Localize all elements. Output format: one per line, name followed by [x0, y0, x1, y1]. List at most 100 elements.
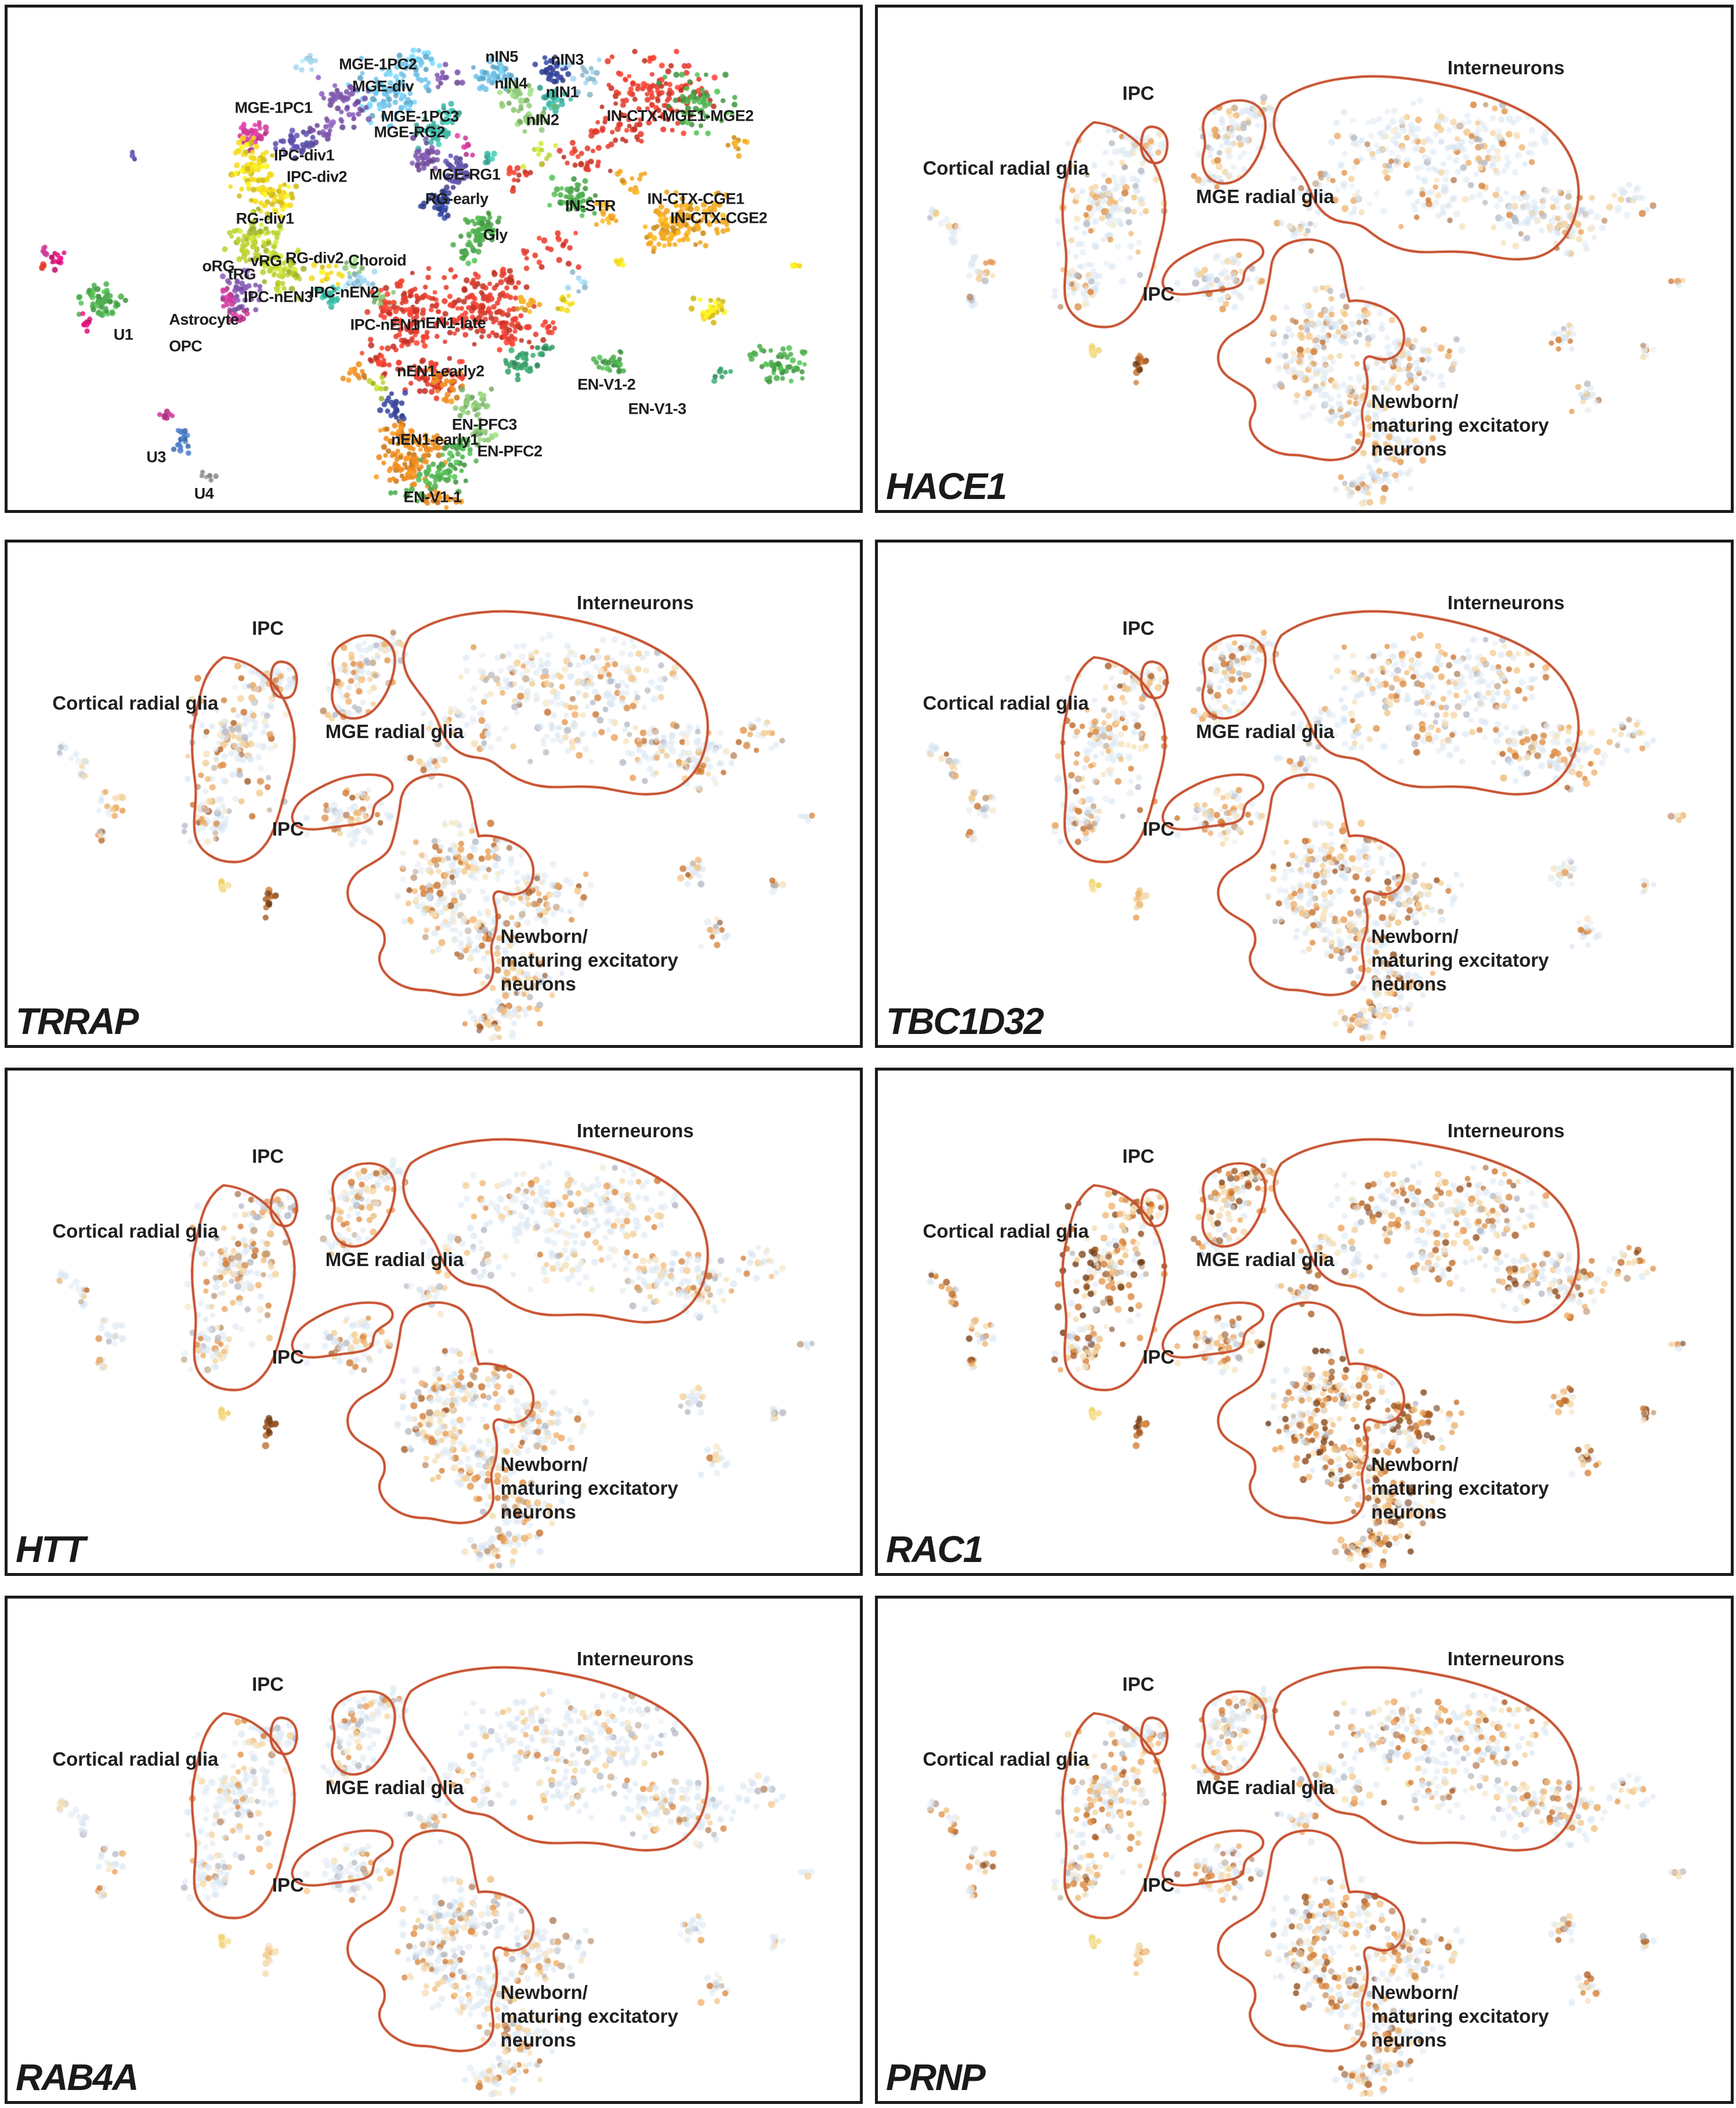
region-annotation-interneurons: Interneurons [1447, 1647, 1565, 1669]
region-annotation-ipc: IPC [252, 617, 284, 639]
cluster-label-ipc-div1: IPC-div1 [274, 146, 335, 164]
cluster-label-vrg: vRG [250, 252, 283, 270]
cluster-label-nen1-early2: nEN1-early2 [397, 362, 484, 380]
region-annotation-newborn: Newborn/ maturing excitatory neurons [1371, 1982, 1549, 2051]
region-annotation-cortical: Cortical radial glia [52, 692, 219, 714]
region-annotation-ipc: IPC [252, 1145, 284, 1167]
umap-expression-scatter [878, 1071, 1731, 1573]
gene-title: HTT [16, 1528, 85, 1570]
region-annotation-ipc: IPC [1122, 82, 1155, 104]
region-annotation-ipc: IPC [1142, 818, 1175, 840]
cluster-label-ipc-nen3: IPC-nEN3 [243, 288, 313, 306]
cluster-label-rg-div2: RG-div2 [285, 249, 344, 267]
cluster-label-mge-1pc3: MGE-1PC3 [381, 107, 460, 125]
region-annotation-cortical: Cortical radial glia [923, 1748, 1089, 1770]
region-annotation-ipc: IPC [1122, 1145, 1155, 1167]
cluster-label-mge-rg2: MGE-RG2 [374, 123, 446, 141]
region-annotation-cortical: Cortical radial glia [923, 692, 1089, 714]
umap-expression-scatter [8, 1071, 860, 1573]
region-annotation-ipc: IPC [1142, 283, 1175, 305]
region-annotation-mge: MGE radial glia [1196, 1249, 1334, 1271]
cluster-label-in-ctx-cge2: IN-CTX-CGE2 [670, 209, 768, 227]
cluster-label-mge-1pc2: MGE-1PC2 [339, 55, 417, 73]
cluster-label-nin2: nIN2 [526, 111, 559, 129]
region-annotation-interneurons: Interneurons [577, 1119, 694, 1141]
cluster-label-trg: tRG [227, 265, 256, 283]
cluster-label-u4: U4 [194, 484, 214, 502]
region-annotation-ipc: IPC [1122, 617, 1155, 639]
cluster-label-in-ctx-mge1-mge2: IN-CTX-MGE1-MGE2 [606, 107, 754, 125]
region-annotation-newborn: Newborn/ maturing excitatory neurons [500, 1453, 678, 1523]
cluster-label-nin3: nIN3 [551, 50, 584, 68]
cluster-label-rg-div1: RG-div1 [236, 209, 295, 227]
cluster-label-gly: Gly [483, 226, 508, 244]
gene-title: TRRAP [16, 1000, 139, 1042]
umap-expression-scatter [878, 543, 1731, 1045]
region-annotation-cortical: Cortical radial glia [923, 1220, 1089, 1242]
cluster-label-en-v1-2: EN-V1-2 [577, 375, 636, 393]
umap-expression-scatter [878, 1599, 1731, 2101]
cluster-label-nen1-late: nEN1-late [416, 314, 486, 332]
region-annotation-newborn: Newborn/ maturing excitatory neurons [500, 1982, 678, 2051]
cluster-label-mge-div: MGE-div [352, 77, 414, 95]
cluster-label-ipc-nen2: IPC-nEN2 [310, 283, 379, 301]
region-annotation-cortical: Cortical radial glia [52, 1220, 219, 1242]
region-annotation-interneurons: Interneurons [1447, 1119, 1565, 1141]
cluster-label-org: oRG [202, 257, 235, 275]
cluster-label-nin4: nIN4 [494, 74, 527, 92]
region-annotation-mge: MGE radial glia [1196, 1777, 1334, 1799]
umap-cluster-scatter [8, 8, 860, 510]
cluster-label-ipc-div2: IPC-div2 [286, 168, 348, 186]
region-annotation-ipc: IPC [272, 1346, 304, 1368]
region-annotation-ipc: IPC [1142, 1346, 1175, 1368]
gene-title: RAC1 [886, 1528, 983, 1570]
umap-expression-scatter [878, 8, 1731, 510]
cluster-label-en-pfc2: EN-PFC2 [477, 442, 543, 460]
region-annotation-mge: MGE radial glia [325, 1777, 464, 1799]
cluster-label-in-ctx-cge1: IN-CTX-CGE1 [647, 190, 745, 208]
cluster-label-en-v1-1: EN-V1-1 [403, 488, 462, 506]
region-annotation-mge: MGE radial glia [1196, 721, 1334, 743]
region-annotation-interneurons: Interneurons [1447, 56, 1565, 78]
region-annotation-mge: MGE radial glia [325, 1249, 464, 1271]
cluster-label-in-str: IN-STR [565, 197, 616, 215]
gene-title: PRNP [886, 2056, 986, 2098]
region-annotation-ipc: IPC [1142, 1874, 1175, 1896]
cluster-label-u3: U3 [146, 448, 166, 466]
cluster-label-choroid: Choroid [348, 251, 407, 269]
region-annotation-ipc: IPC [272, 818, 304, 840]
cluster-label-nin5: nIN5 [485, 48, 518, 66]
region-annotation-ipc: IPC [272, 1874, 304, 1896]
region-annotation-ipc: IPC [1122, 1673, 1155, 1695]
cluster-label-en-pfc3: EN-PFC3 [451, 415, 518, 433]
region-annotation-newborn: Newborn/ maturing excitatory neurons [1371, 1453, 1549, 1523]
region-annotation-cortical: Cortical radial glia [923, 157, 1089, 179]
region-annotation-interneurons: Interneurons [577, 1647, 694, 1669]
gene-title: RAB4A [16, 2056, 139, 2098]
gene-title: TBC1D32 [886, 1000, 1044, 1042]
cluster-label-rg-early: RG-early [425, 190, 489, 208]
cluster-label-nen1-early1: nEN1-early1 [391, 431, 479, 449]
umap-expression-scatter [8, 543, 860, 1045]
cluster-label-en-v1-3: EN-V1-3 [628, 400, 687, 418]
region-annotation-mge: MGE radial glia [325, 721, 464, 743]
umap-expression-scatter [8, 1599, 860, 2101]
region-annotation-ipc: IPC [252, 1673, 284, 1695]
region-annotation-newborn: Newborn/ maturing excitatory neurons [1371, 925, 1549, 995]
cluster-label-u1: U1 [113, 326, 133, 344]
region-annotation-interneurons: Interneurons [577, 591, 694, 613]
region-annotation-newborn: Newborn/ maturing excitatory neurons [1371, 390, 1549, 460]
region-annotation-cortical: Cortical radial glia [52, 1748, 219, 1770]
cluster-label-astrocyte: Astrocyte [169, 310, 239, 328]
region-annotation-mge: MGE radial glia [1196, 186, 1334, 208]
cluster-label-mge-rg1: MGE-RG1 [429, 165, 501, 183]
gene-title: HACE1 [886, 465, 1007, 507]
cluster-label-mge-1pc1: MGE-1PC1 [234, 99, 313, 117]
region-annotation-newborn: Newborn/ maturing excitatory neurons [500, 925, 678, 995]
cluster-label-nin1: nIN1 [545, 83, 579, 101]
